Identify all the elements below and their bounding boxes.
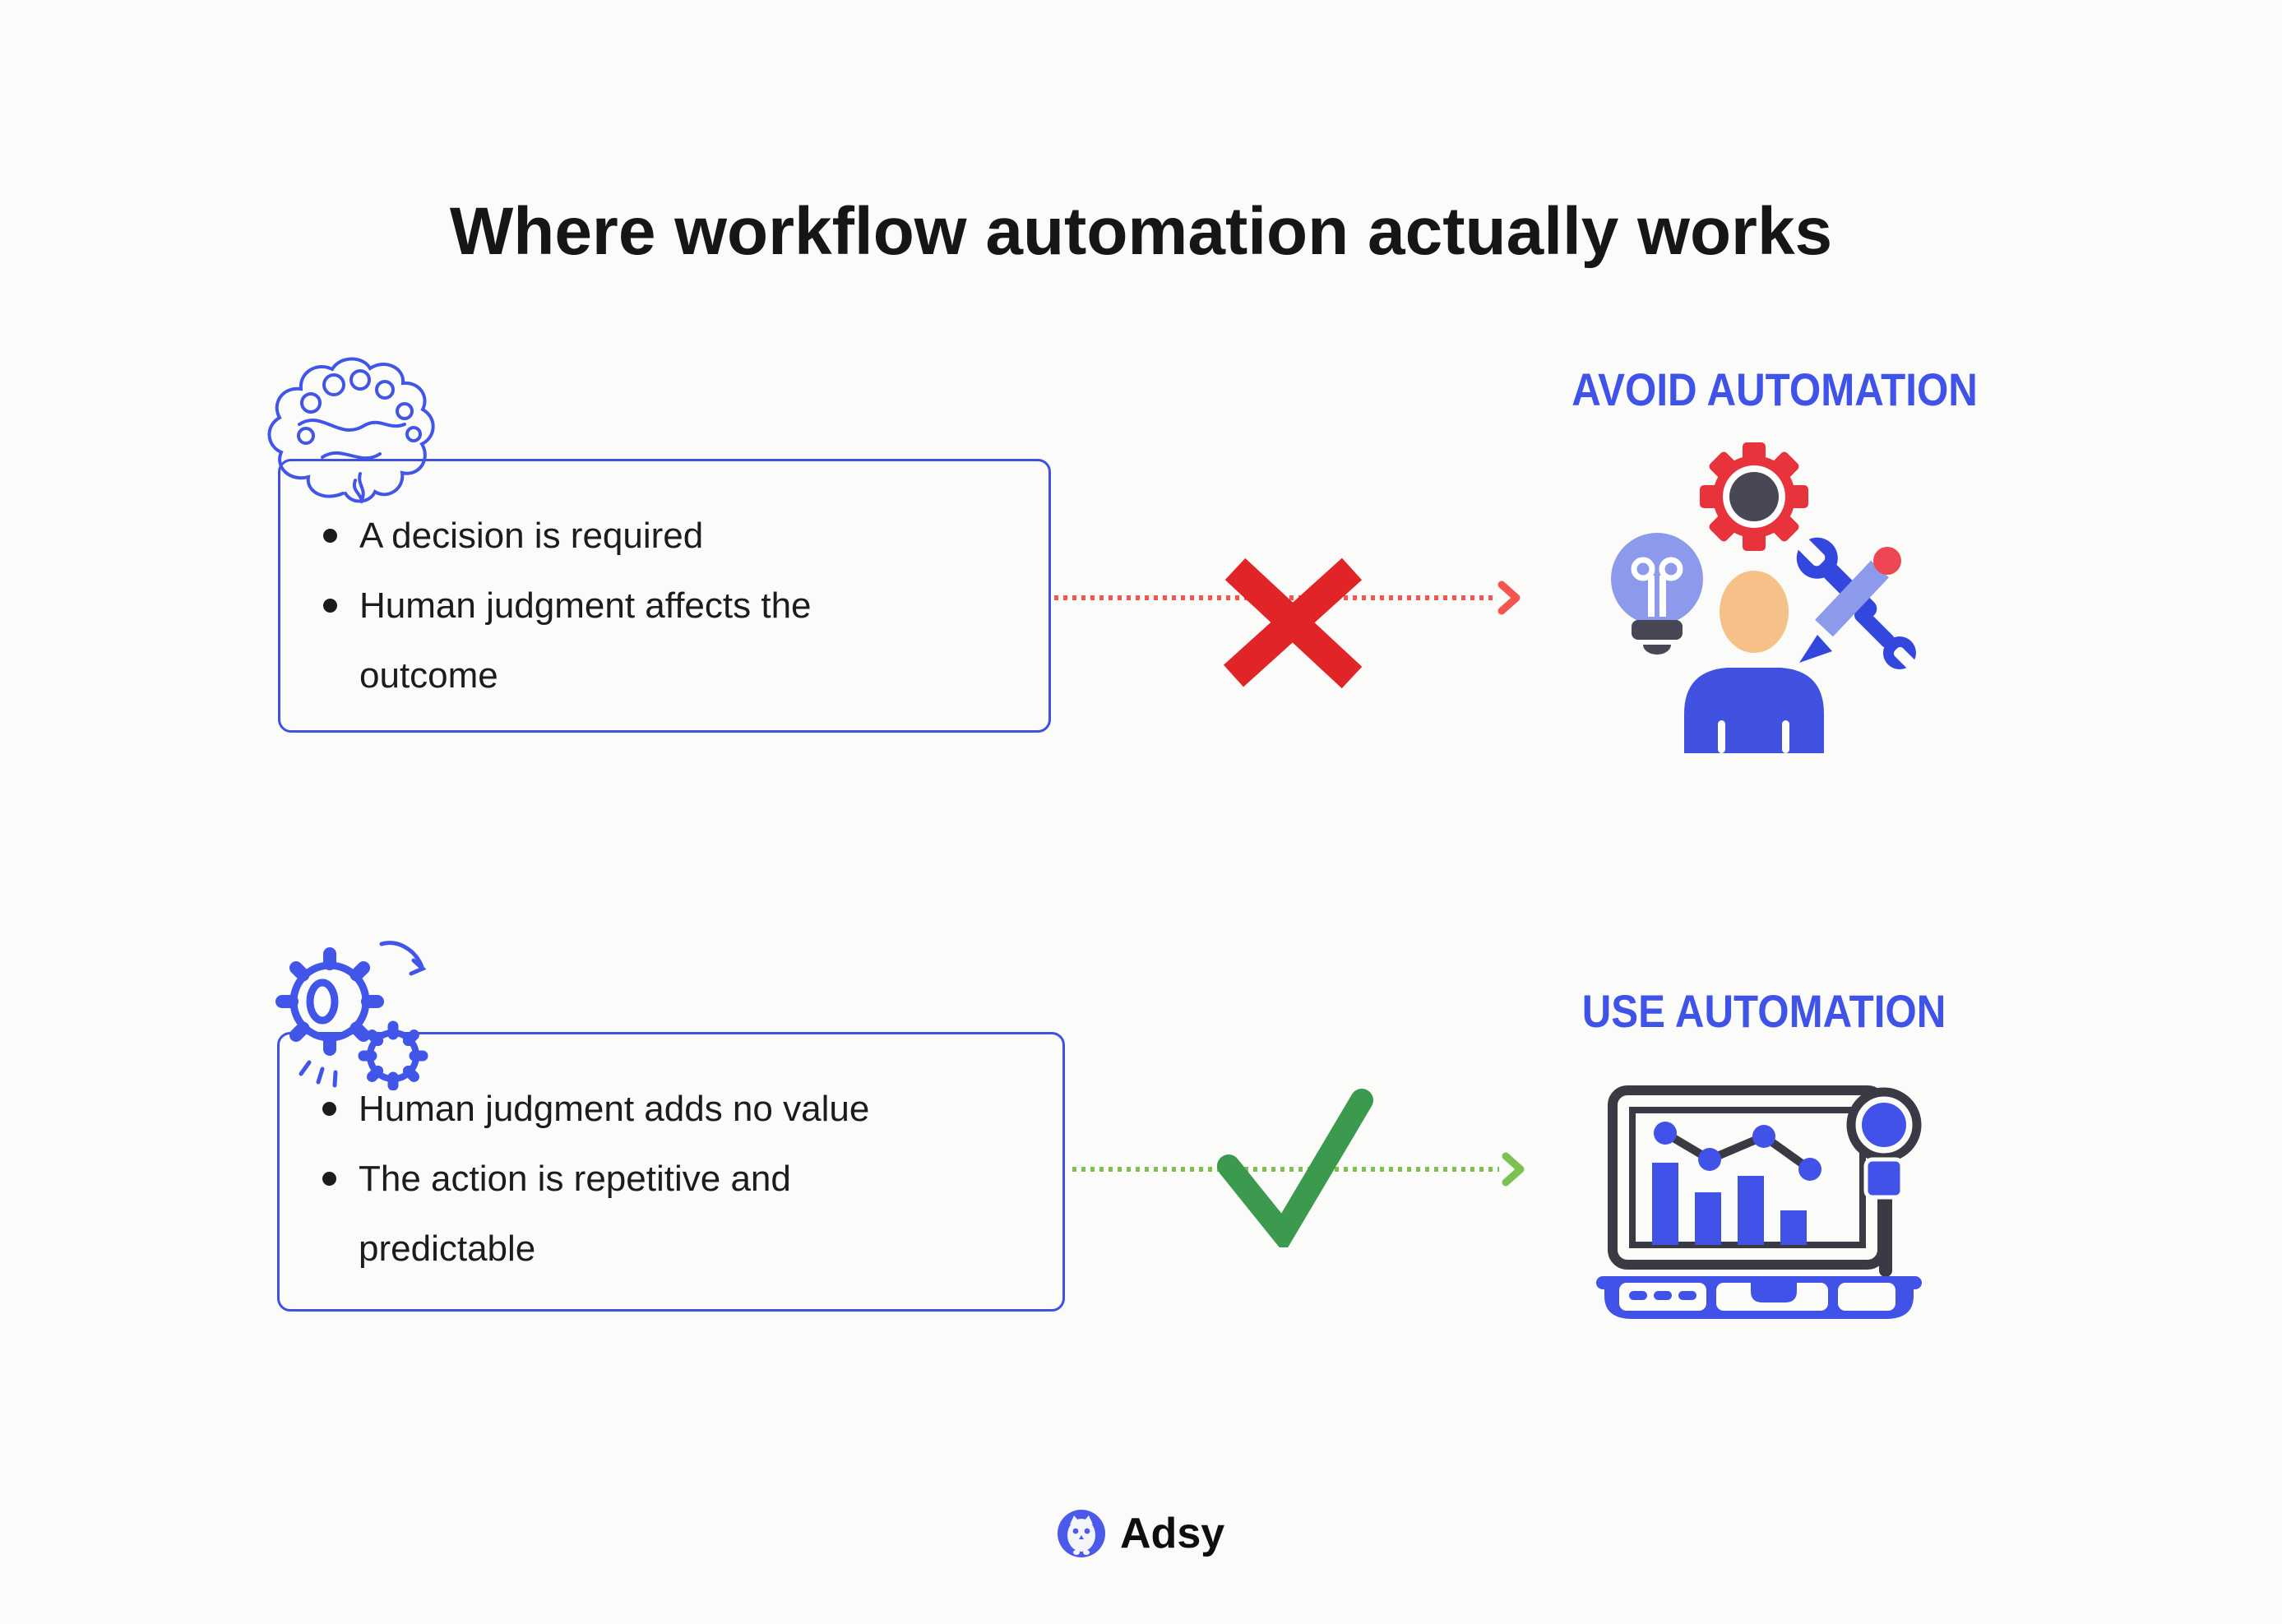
page-title: Where workflow automation actually works: [449, 193, 1833, 269]
analytics-laptop-icon: [1596, 1085, 1922, 1319]
gears-icon: [275, 941, 428, 1090]
avoid-automation-heading: AVOID AUTOMATION: [1571, 363, 1978, 415]
use-criteria-item: The action is repetitive and predictable: [321, 1144, 918, 1284]
avoid-criteria-item: A decision is required: [322, 501, 919, 571]
brand-name: Adsy: [1120, 1510, 1225, 1557]
avoid-criteria-box: A decision is required Human judgment af…: [278, 459, 1051, 733]
red-x-icon: [1224, 558, 1363, 689]
logo-circle: [1058, 1510, 1105, 1557]
owl-icon: [1067, 1515, 1095, 1555]
use-criteria-item: Human judgment adds no value: [321, 1074, 918, 1144]
brain-icon: [267, 357, 435, 504]
use-criteria-box: Human judgment adds no value The action …: [277, 1032, 1065, 1312]
avoid-criteria-item: Human judgment affects the outcome: [322, 571, 919, 710]
use-automation-heading: USE AUTOMATION: [1581, 985, 1946, 1037]
adsy-logo: Adsy: [1058, 1508, 1224, 1559]
green-check-icon: [1217, 1089, 1373, 1247]
use-criteria-list: Human judgment adds no value The action …: [280, 1034, 1062, 1284]
human-worker-icon: [1611, 442, 1919, 753]
green-dotted-arrow: [1072, 1152, 1525, 1187]
avoid-criteria-list: A decision is required Human judgment af…: [280, 461, 1048, 710]
